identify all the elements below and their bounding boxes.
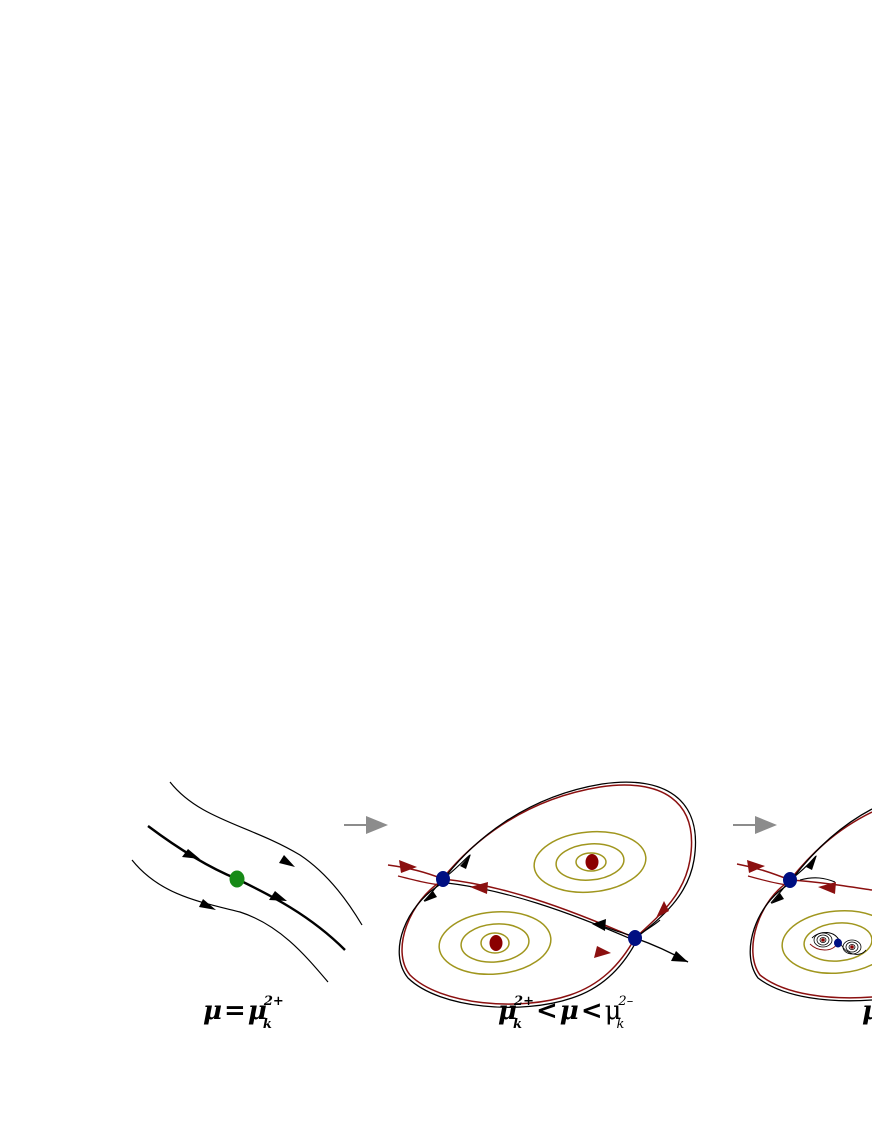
superscript: 2+ <box>514 994 534 1009</box>
arrow-marker <box>424 891 437 902</box>
saddle-equilibrium-point <box>834 938 842 948</box>
separatrix-connection <box>446 882 639 943</box>
periodic-orbit <box>575 852 607 872</box>
center-equilibrium-point <box>850 945 854 949</box>
arrow-marker <box>279 855 295 867</box>
spiral-focus <box>813 932 833 948</box>
superscript: 2– <box>618 994 634 1009</box>
trajectory-upper <box>169 781 363 926</box>
center-equilibrium-point <box>821 938 825 942</box>
mu-symbol: μ <box>604 996 622 1026</box>
outgoing-separatrix <box>799 877 836 883</box>
center-equilibrium-point <box>489 935 503 951</box>
panel-1-parameter-label: μ=μk2+ <box>203 994 284 1032</box>
equals-sign: = <box>224 996 246 1026</box>
saddle-equilibrium-point <box>628 930 642 946</box>
arrow-marker <box>747 860 765 873</box>
arrow-marker <box>671 951 688 962</box>
less-than-sign: < <box>536 996 558 1026</box>
periodic-orbit <box>781 909 872 975</box>
arrow-marker <box>470 882 488 894</box>
panel-1 <box>131 781 363 983</box>
nonhyperbolic-equilibrium-point <box>229 870 245 888</box>
arrow-marker <box>460 854 471 869</box>
panel-2 <box>387 781 697 1008</box>
arrow-marker <box>594 946 611 958</box>
subscript: k <box>513 1017 523 1032</box>
separatrix-loop-lower <box>401 879 636 1005</box>
arrow-marker <box>199 899 216 910</box>
separatrix-loop-lower <box>749 884 872 1002</box>
right-arrow-icon <box>733 816 777 834</box>
subscript: k <box>616 1017 625 1032</box>
periodic-orbit <box>533 830 647 894</box>
periodic-orbit <box>438 910 552 976</box>
subscript: k <box>262 1017 272 1032</box>
superscript: 2+ <box>263 994 284 1009</box>
trajectory-middle <box>147 825 346 951</box>
panel-3-parameter-label: μ <box>862 996 872 1026</box>
arrow-marker <box>771 893 784 904</box>
saddle-equilibrium-point <box>436 871 450 887</box>
arrow-marker <box>269 891 287 901</box>
separatrix-loop-lower <box>398 883 638 1008</box>
arrow-marker <box>818 882 836 894</box>
right-arrow-icon <box>344 816 388 834</box>
arrow-marker <box>399 860 417 873</box>
mu-symbol: μ <box>498 996 518 1026</box>
separatrix-loop-upper <box>442 784 693 939</box>
separatrix-loop-lower <box>752 880 872 999</box>
panel-3 <box>736 808 872 1002</box>
separatrix-loop-upper <box>445 781 697 938</box>
trajectory-lower <box>131 859 329 983</box>
less-than-sign: < <box>580 996 603 1026</box>
incoming-separatrix <box>397 875 442 886</box>
mu-symbol: μ <box>559 996 579 1026</box>
mu-symbol: μ <box>247 996 267 1026</box>
arrow-marker <box>182 849 200 859</box>
arrow-marker <box>656 901 669 918</box>
mu-symbol: μ <box>203 996 223 1026</box>
periodic-orbit <box>460 923 530 963</box>
center-equilibrium-point <box>585 854 599 870</box>
mu-symbol: μ <box>862 996 872 1026</box>
periodic-orbit <box>555 843 625 881</box>
separatrix-connection <box>442 878 636 939</box>
arrow-marker <box>592 919 606 931</box>
arrow-marker <box>806 855 817 870</box>
separatrix-loop-upper <box>792 808 872 879</box>
panel-2-parameter-label: μk2+<μ<μk2– <box>498 994 634 1032</box>
periodic-orbit <box>480 932 510 954</box>
saddle-equilibrium-point <box>783 872 797 888</box>
